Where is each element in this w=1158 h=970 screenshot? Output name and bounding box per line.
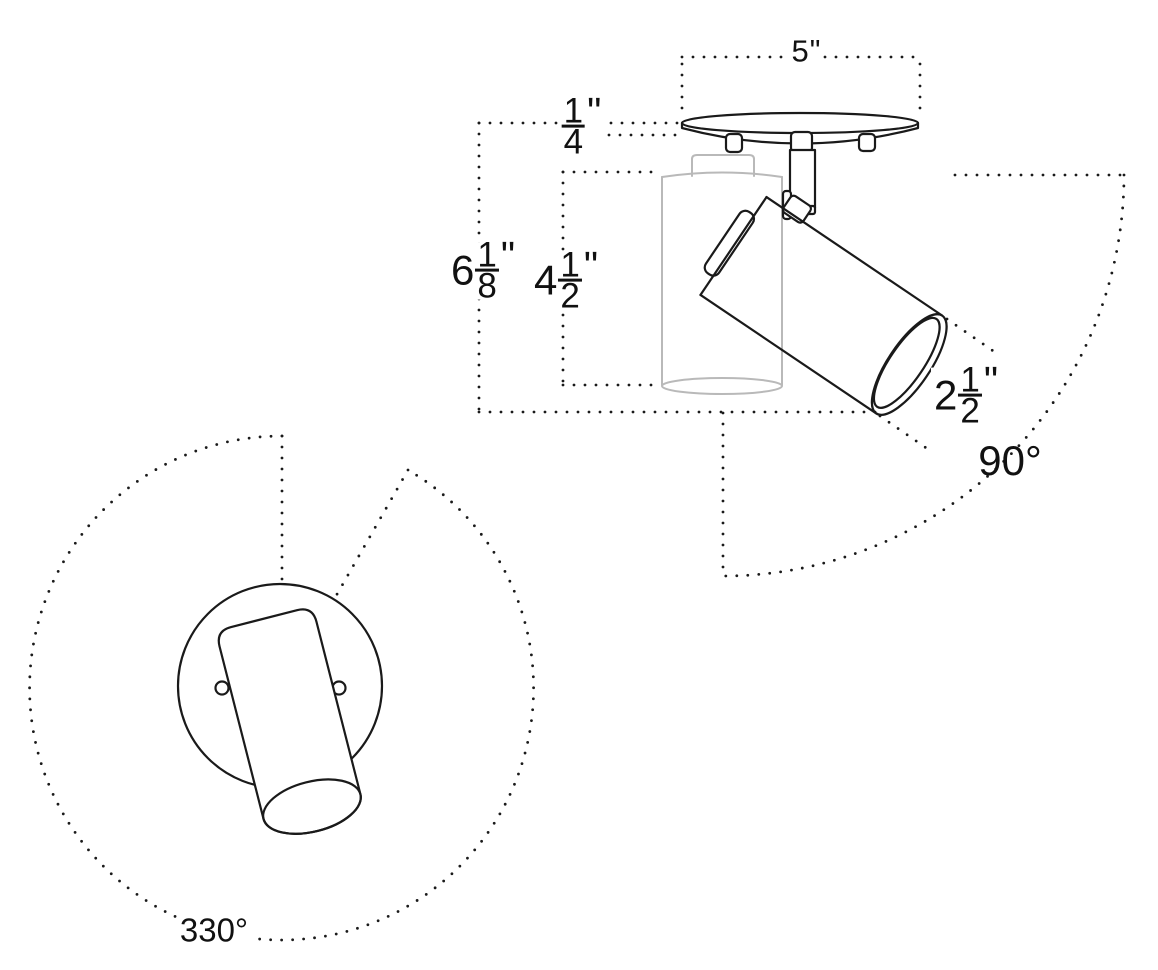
tilted-head: [699, 194, 948, 416]
head-bottom-edge: [699, 293, 878, 415]
rotation-angle-label: 330°: [176, 913, 252, 947]
dim-ext-head-diameter-lower: [878, 414, 934, 454]
rear-cap-lip: [703, 209, 756, 277]
construction-lines: [28, 55, 1126, 942]
canopy-tab-right: [857, 132, 877, 153]
dim-value: 5: [791, 33, 809, 69]
ghost-cylinder-top: [661, 171, 783, 178]
canopy-tab-left: [724, 132, 744, 154]
ghost-cylinder-bottom: [661, 377, 783, 395]
screw-ear-left: [214, 680, 230, 696]
tilt-arc: [721, 173, 1126, 578]
inch-mark: ": [583, 244, 599, 289]
head-top-edge: [765, 195, 944, 317]
head-bottom-view: [217, 608, 362, 835]
inch-mark: ": [983, 359, 999, 404]
inch-mark: ": [500, 234, 516, 279]
inch-mark: ": [809, 34, 821, 68]
head-face-inner-rim: [872, 316, 941, 409]
ghost-cylinder: [661, 154, 783, 395]
ghost-cylinder-cap: [691, 154, 755, 177]
canopy: [680, 111, 920, 154]
dim-canopy-diameter: 5": [788, 33, 824, 69]
side-view: [661, 111, 948, 416]
rotation-radius-slanted: [334, 468, 410, 598]
head-back-face: [699, 195, 768, 297]
hinge-bracket: [781, 194, 813, 224]
bottom-view: [176, 582, 384, 835]
head-open-end: [262, 778, 362, 835]
dim-ext-head-diameter-upper: [945, 317, 1001, 357]
tilt-angle-label: 90°: [978, 437, 1042, 484]
inch-mark: ": [587, 90, 602, 135]
